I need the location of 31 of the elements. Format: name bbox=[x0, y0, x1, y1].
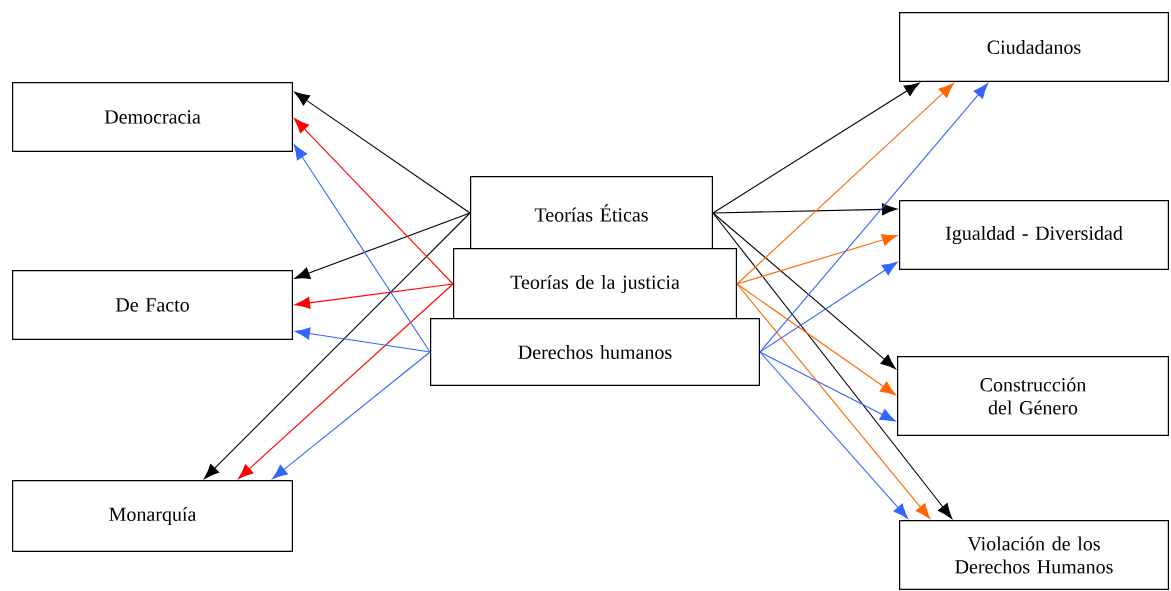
text-box: Teorías Éticas bbox=[470, 176, 713, 250]
arrow bbox=[759, 83, 989, 353]
text-box: Construcción del Género bbox=[897, 356, 1169, 436]
arrow bbox=[736, 283, 931, 519]
text-box: Teorías de la justicia bbox=[453, 248, 737, 320]
arrow bbox=[272, 351, 431, 480]
arrow bbox=[294, 118, 454, 285]
arrow bbox=[294, 283, 454, 309]
arrow bbox=[712, 82, 920, 214]
text-box: Ciudadanos bbox=[899, 12, 1169, 82]
arrow bbox=[759, 351, 909, 519]
arrow bbox=[712, 203, 898, 216]
text-box: Igualdad - Diversidad bbox=[899, 200, 1169, 270]
arrow bbox=[294, 212, 471, 279]
text-box: Derechos humanos bbox=[430, 318, 760, 386]
arrow bbox=[759, 351, 896, 422]
arrow bbox=[294, 327, 431, 353]
arrow bbox=[712, 212, 953, 519]
text-box: De Facto bbox=[12, 270, 293, 340]
text-box: Violación de los Derechos Humanos bbox=[899, 520, 1169, 590]
arrow bbox=[736, 82, 954, 285]
arrow bbox=[238, 283, 454, 480]
arrow bbox=[712, 212, 896, 370]
text-box: Monarquía bbox=[12, 480, 293, 552]
arrow bbox=[759, 261, 898, 353]
arrow bbox=[204, 212, 471, 479]
arrow bbox=[736, 233, 898, 285]
arrow bbox=[293, 144, 431, 353]
arrow bbox=[736, 283, 896, 396]
arrow bbox=[294, 91, 471, 214]
text-box: Democracia bbox=[12, 82, 293, 152]
